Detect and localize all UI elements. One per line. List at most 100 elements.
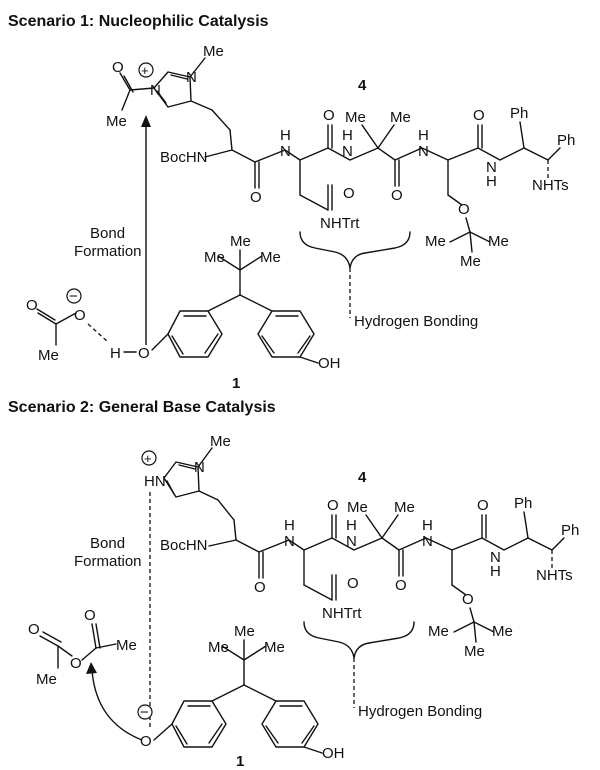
svg-text:OH: OH bbox=[322, 745, 345, 762]
svg-text:Me: Me bbox=[492, 623, 513, 640]
svg-text:Me: Me bbox=[234, 623, 255, 640]
scenario-2-title: Scenario 2: General Base Catalysis bbox=[8, 399, 276, 416]
svg-text:+: + bbox=[144, 451, 152, 466]
svg-text:−: − bbox=[69, 288, 78, 305]
svg-text:O: O bbox=[347, 575, 359, 592]
nhtrt-label-2: NHTrt bbox=[322, 605, 362, 622]
svg-text:H: H bbox=[284, 517, 295, 534]
nhts-label-1: NHTs bbox=[532, 177, 569, 194]
svg-text:−: − bbox=[140, 704, 149, 721]
hydrogen-bonding-label: Hydrogen Bonding bbox=[354, 313, 478, 330]
svg-text:Me: Me bbox=[390, 109, 411, 126]
svg-text:N: N bbox=[422, 533, 433, 550]
hydrogen-bonding-label-2: Hydrogen Bonding bbox=[358, 703, 482, 720]
svg-text:O: O bbox=[84, 607, 96, 624]
svg-text:H: H bbox=[110, 345, 121, 362]
svg-text:H: H bbox=[346, 517, 357, 534]
svg-text:O: O bbox=[343, 185, 355, 202]
bond-formation-label-2-line2: Formation bbox=[74, 553, 142, 570]
svg-text:Me: Me bbox=[347, 499, 368, 516]
nhtrt-label-1: NHTrt bbox=[320, 215, 360, 232]
svg-text:Ph: Ph bbox=[510, 105, 528, 122]
svg-text:Me: Me bbox=[36, 671, 57, 688]
scenario-1: Scenario 1: Nucleophilic Catalysis 4 + O… bbox=[8, 13, 575, 392]
bond-formation-label-2-line1: Bond bbox=[90, 535, 125, 552]
plus-charge-icon bbox=[138, 62, 154, 78]
svg-text:N: N bbox=[150, 82, 161, 99]
svg-text:O: O bbox=[327, 497, 339, 514]
svg-text:Me: Me bbox=[428, 623, 449, 640]
svg-text:O: O bbox=[26, 297, 38, 314]
svg-text:N: N bbox=[194, 459, 205, 476]
svg-text:O: O bbox=[138, 345, 150, 362]
svg-text:N: N bbox=[186, 69, 197, 86]
minus-charge-icon bbox=[66, 288, 82, 304]
scenario-1-title: Scenario 1: Nucleophilic Catalysis bbox=[8, 13, 269, 30]
svg-text:Me: Me bbox=[106, 113, 127, 130]
compound-1-label-2: 1 bbox=[236, 753, 244, 770]
svg-text:O: O bbox=[112, 59, 124, 76]
svg-text:H: H bbox=[422, 517, 433, 534]
svg-text:Ph: Ph bbox=[557, 132, 575, 149]
hydrogen-bonding-brace bbox=[299, 231, 411, 269]
svg-text:O: O bbox=[473, 107, 485, 124]
svg-text:Me: Me bbox=[425, 233, 446, 250]
svg-text:O: O bbox=[254, 579, 266, 596]
peptide-backbone-2: BocHN O H N O NHTrt O H N Me Me O H bbox=[160, 495, 579, 660]
phenoxide-1: − O Me Me Me OH 1 bbox=[137, 623, 345, 770]
bisphenol-1: Me Me Me OH 1 bbox=[151, 233, 341, 392]
nhts-label-2: NHTs bbox=[536, 567, 573, 584]
svg-text:O: O bbox=[140, 733, 152, 750]
svg-text:N: N bbox=[342, 143, 353, 160]
compound-4-label: 4 bbox=[358, 77, 367, 94]
svg-text:Me: Me bbox=[38, 347, 59, 364]
svg-text:Ph: Ph bbox=[561, 522, 579, 539]
svg-text:Me: Me bbox=[264, 639, 285, 656]
imidazolium: + HN N Me bbox=[141, 433, 235, 521]
attack-arrowhead-icon bbox=[86, 662, 97, 674]
compound-4-label-2: 4 bbox=[358, 469, 367, 486]
minus-charge-icon-2 bbox=[137, 704, 153, 720]
bond-formation-label-line1: Bond bbox=[90, 225, 125, 242]
svg-text:Me: Me bbox=[208, 639, 229, 656]
scenario-2: Scenario 2: General Base Catalysis 4 + H… bbox=[8, 399, 579, 770]
svg-text:OH: OH bbox=[318, 355, 341, 372]
bond-formation-label-line2: Formation bbox=[74, 243, 142, 260]
svg-text:H: H bbox=[280, 127, 291, 144]
svg-text:O: O bbox=[250, 189, 262, 206]
svg-text:Me: Me bbox=[460, 253, 481, 270]
svg-text:N: N bbox=[280, 143, 291, 160]
svg-text:Me: Me bbox=[345, 109, 366, 126]
svg-text:O: O bbox=[458, 201, 470, 218]
hydrogen-bonding-brace-2 bbox=[303, 621, 415, 659]
svg-text:O: O bbox=[28, 621, 40, 638]
acyl-imidazolium: + O N N Me Me bbox=[106, 43, 231, 131]
svg-text:Me: Me bbox=[230, 233, 251, 250]
svg-text:O: O bbox=[477, 497, 489, 514]
svg-text:Me: Me bbox=[210, 433, 231, 450]
svg-text:Me: Me bbox=[464, 643, 485, 660]
svg-text:O: O bbox=[391, 187, 403, 204]
svg-text:N: N bbox=[418, 143, 429, 160]
svg-text:Me: Me bbox=[260, 249, 281, 266]
svg-text:Me: Me bbox=[488, 233, 509, 250]
bochn-label: BocHN bbox=[160, 149, 208, 166]
acetate-anion: O O − Me H O bbox=[26, 288, 150, 364]
svg-text:Ph: Ph bbox=[514, 495, 532, 512]
compound-1-label: 1 bbox=[232, 375, 240, 392]
svg-text:Me: Me bbox=[203, 43, 224, 60]
svg-text:N: N bbox=[490, 549, 501, 566]
svg-text:N: N bbox=[486, 159, 497, 176]
svg-text:O: O bbox=[74, 307, 86, 324]
svg-text:H: H bbox=[490, 563, 501, 580]
svg-text:Me: Me bbox=[204, 249, 225, 266]
svg-text:Me: Me bbox=[394, 499, 415, 516]
bochn-label-2: BocHN bbox=[160, 537, 208, 554]
svg-text:HN: HN bbox=[144, 473, 166, 490]
acetic-anhydride: O Me O O Me bbox=[28, 607, 137, 688]
svg-text:H: H bbox=[418, 127, 429, 144]
svg-text:O: O bbox=[462, 591, 474, 608]
svg-text:H: H bbox=[486, 173, 497, 190]
attack-arrow bbox=[91, 669, 143, 741]
